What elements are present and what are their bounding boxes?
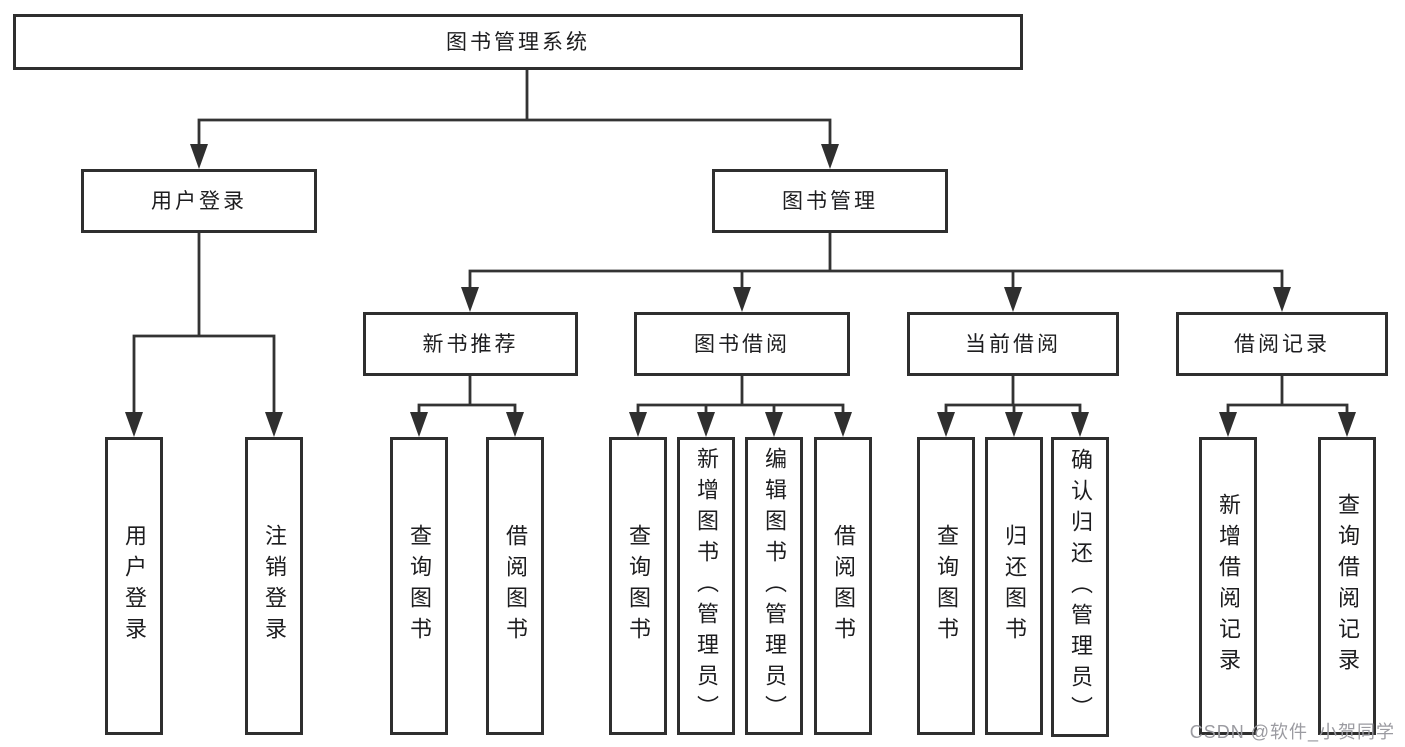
leaf-edit-books-admin-label: 编辑图书（管理员） xyxy=(762,446,787,726)
arrow-icon xyxy=(506,412,524,437)
leaf-query-books-3: 查询图书 xyxy=(917,437,975,735)
arrow-icon xyxy=(765,412,783,437)
leaf-query-books-1: 查询图书 xyxy=(390,437,448,735)
arrow-icon xyxy=(821,144,839,169)
arrowheads xyxy=(125,144,1356,437)
arrow-icon xyxy=(733,287,751,312)
leaf-query-books-2: 查询图书 xyxy=(609,437,667,735)
csdn-watermark: CSDN @软件_小贺同学 xyxy=(1189,722,1395,742)
connector-segments xyxy=(132,68,1349,420)
leaf-query-books-2-label: 查询图书 xyxy=(626,524,651,648)
arrow-icon xyxy=(1338,412,1356,437)
arrow-icon xyxy=(1273,287,1291,312)
node-book-management-label: 图书管理 xyxy=(782,189,878,213)
arrow-icon xyxy=(1005,412,1023,437)
leaf-edit-books-admin: 编辑图书（管理员） xyxy=(745,437,803,735)
leaf-logout: 注销登录 xyxy=(245,437,303,735)
leaf-borrow-books-2: 借阅图书 xyxy=(814,437,872,735)
arrow-icon xyxy=(1071,412,1089,437)
arrow-icon xyxy=(629,412,647,437)
leaf-user-login-label: 用户登录 xyxy=(122,524,147,648)
arrow-icon xyxy=(125,412,143,437)
leaf-borrow-books-1-label: 借阅图书 xyxy=(503,524,528,648)
arrow-icon xyxy=(937,412,955,437)
leaf-borrow-books-1: 借阅图书 xyxy=(486,437,544,735)
leaf-return-books: 归还图书 xyxy=(985,437,1043,735)
node-current-borrow-label: 当前借阅 xyxy=(965,332,1061,356)
arrow-icon xyxy=(1004,287,1022,312)
node-root-label: 图书管理系统 xyxy=(446,30,590,54)
node-root: 图书管理系统 xyxy=(13,14,1023,70)
node-user-login-label: 用户登录 xyxy=(151,189,247,213)
arrow-icon xyxy=(1219,412,1237,437)
leaf-query-borrow-record: 查询借阅记录 xyxy=(1318,437,1376,735)
leaf-add-borrow-record: 新增借阅记录 xyxy=(1199,437,1257,735)
node-borrow-records: 借阅记录 xyxy=(1176,312,1388,376)
node-current-borrow: 当前借阅 xyxy=(907,312,1119,376)
arrow-icon xyxy=(461,287,479,312)
leaf-user-login: 用户登录 xyxy=(105,437,163,735)
leaf-query-books-3-label: 查询图书 xyxy=(934,524,959,648)
arrow-icon xyxy=(697,412,715,437)
leaf-return-books-label: 归还图书 xyxy=(1002,524,1027,648)
leaf-query-borrow-record-label: 查询借阅记录 xyxy=(1335,493,1360,679)
arrow-icon xyxy=(410,412,428,437)
arrow-icon xyxy=(265,412,283,437)
leaf-logout-label: 注销登录 xyxy=(262,524,287,648)
leaf-add-books-admin-label: 新增图书（管理员） xyxy=(694,446,719,726)
node-book-borrow: 图书借阅 xyxy=(634,312,850,376)
node-book-management: 图书管理 xyxy=(712,169,948,233)
node-borrow-records-label: 借阅记录 xyxy=(1234,332,1330,356)
arrow-icon xyxy=(834,412,852,437)
node-new-book-recommend: 新书推荐 xyxy=(363,312,578,376)
leaf-add-borrow-record-label: 新增借阅记录 xyxy=(1216,493,1241,679)
leaf-query-books-1-label: 查询图书 xyxy=(407,524,432,648)
leaf-confirm-return-admin-label: 确认归还（管理员） xyxy=(1068,447,1093,727)
leaf-add-books-admin: 新增图书（管理员） xyxy=(677,437,735,735)
arrow-icon xyxy=(190,144,208,169)
leaf-confirm-return-admin: 确认归还（管理员） xyxy=(1051,437,1109,737)
node-new-book-recommend-label: 新书推荐 xyxy=(422,332,519,356)
leaf-borrow-books-2-label: 借阅图书 xyxy=(831,524,856,648)
node-book-borrow-label: 图书借阅 xyxy=(694,332,790,356)
node-user-login: 用户登录 xyxy=(81,169,317,233)
